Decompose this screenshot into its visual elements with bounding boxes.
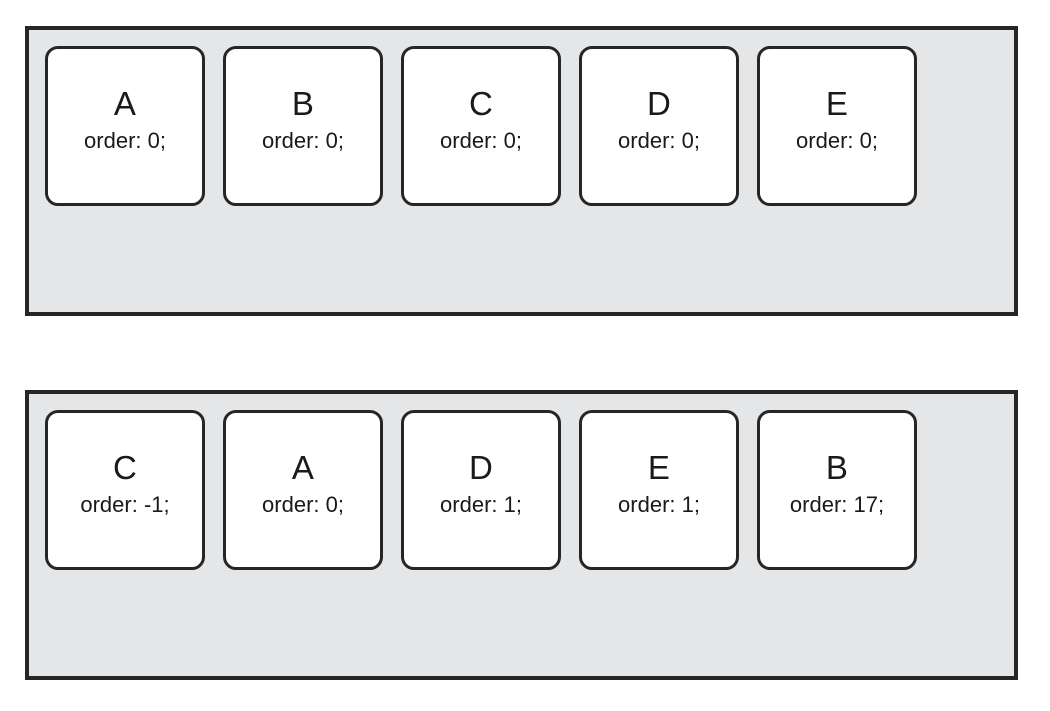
flex-item-letter: A: [291, 449, 315, 486]
flex-item[interactable]: A order: 0;: [223, 410, 383, 570]
flex-item-order-value: order: 0;: [618, 128, 700, 153]
flex-item-letter: E: [825, 85, 849, 122]
flex-container-source-order: A order: 0; B order: 0; C order: 0; D or…: [25, 26, 1018, 316]
flex-item[interactable]: E order: 1;: [579, 410, 739, 570]
flex-item-order-value: order: 1;: [618, 492, 700, 517]
flex-item[interactable]: D order: 0;: [579, 46, 739, 206]
flex-container-reordered: C order: -1; A order: 0; D order: 1; E o…: [25, 390, 1018, 680]
flex-item-letter: B: [291, 85, 315, 122]
flex-item[interactable]: C order: -1;: [45, 410, 205, 570]
flex-item-order-value: order: 0;: [796, 128, 878, 153]
flex-item-letter: B: [825, 449, 849, 486]
flex-item[interactable]: B order: 0;: [223, 46, 383, 206]
flex-item-order-value: order: 17;: [789, 492, 885, 517]
flex-item-order-value: order: -1;: [80, 492, 170, 517]
flex-item-letter: A: [113, 85, 137, 122]
flex-item-letter: E: [647, 449, 671, 486]
flex-item-letter: C: [468, 85, 494, 122]
flex-item[interactable]: E order: 0;: [757, 46, 917, 206]
flex-item-order-value: order: 1;: [440, 492, 522, 517]
flex-item-order-value: order: 0;: [262, 128, 344, 153]
flex-item[interactable]: A order: 0;: [45, 46, 205, 206]
flex-item-order-value: order: 0;: [262, 492, 344, 517]
flex-item[interactable]: D order: 1;: [401, 410, 561, 570]
flex-item[interactable]: B order: 17;: [757, 410, 917, 570]
flex-item[interactable]: C order: 0;: [401, 46, 561, 206]
flex-item-letter: D: [646, 85, 672, 122]
flex-item-order-value: order: 0;: [440, 128, 522, 153]
flex-item-order-value: order: 0;: [84, 128, 166, 153]
flex-item-letter: C: [112, 449, 138, 486]
flex-item-letter: D: [468, 449, 494, 486]
